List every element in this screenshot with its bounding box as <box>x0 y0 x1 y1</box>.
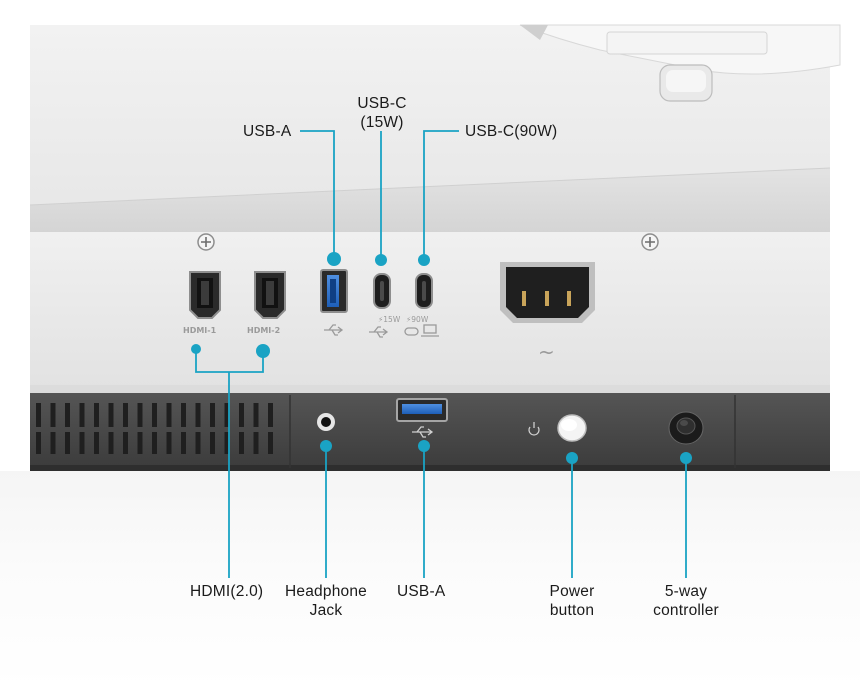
vent-slat <box>94 403 99 427</box>
io-panel <box>30 232 830 390</box>
vent-slat <box>195 403 201 427</box>
usb-a-port-icon <box>396 398 448 422</box>
vent-slat <box>79 432 85 454</box>
vent-slat <box>210 403 215 427</box>
usbc-15w-marking: ⚡15W <box>378 315 401 324</box>
callout-lines <box>195 130 687 578</box>
usb-symbol-icon <box>412 426 434 438</box>
usbc-90w-marking: ⚡90W <box>406 315 429 324</box>
vent-slat <box>36 432 41 454</box>
stand-clip <box>606 31 768 55</box>
hdmi-1-marking: HDMI-1 <box>183 326 217 335</box>
callout-controller-line2: controller <box>653 602 719 619</box>
ac-symbol: ~ <box>538 340 555 364</box>
callout-usb-a-top: USB-A <box>243 123 292 140</box>
vent-slat <box>166 403 172 427</box>
vent-slat <box>268 432 273 454</box>
vent-slat <box>166 432 172 454</box>
usb-symbol-icon <box>369 326 389 338</box>
vent-slat <box>224 432 230 454</box>
vent-slat <box>268 403 273 427</box>
callout-5-way-controller: 5-way controller <box>640 582 732 620</box>
vent-slat <box>79 403 85 427</box>
vent-slat <box>210 432 215 454</box>
vent-slat <box>137 432 143 454</box>
callout-hdmi: HDMI(2.0) <box>190 583 264 600</box>
vent-slat <box>123 432 128 454</box>
floor-reflection <box>0 471 860 688</box>
vent-slat <box>181 403 186 427</box>
vent-slat <box>137 403 143 427</box>
callout-usb-c-15w-line2: (15W) <box>360 114 404 131</box>
vent-slat <box>152 432 157 454</box>
vent-slat <box>181 432 186 454</box>
power-button-icon[interactable] <box>557 414 587 442</box>
callout-power-line2: button <box>549 602 595 619</box>
callout-dots <box>191 252 692 464</box>
vent-slat <box>108 403 114 427</box>
power-symbol-icon <box>528 422 540 436</box>
hdmi-port-icon <box>254 271 286 319</box>
screw-icon <box>197 233 215 251</box>
vent-slat <box>50 403 56 427</box>
power-socket-icon <box>500 262 595 323</box>
vent-slat <box>239 403 244 427</box>
vent-grille <box>36 403 273 454</box>
callout-controller-line1: 5-way <box>664 583 708 600</box>
vent-slat <box>152 403 157 427</box>
callout-headphone-jack: Headphone Jack <box>278 582 374 620</box>
headphone-jack-icon <box>317 413 335 431</box>
monitor-ledge <box>30 168 830 238</box>
vent-slat <box>224 403 230 427</box>
callout-headphone-line1: Headphone <box>285 583 367 600</box>
usb-a-port-icon <box>320 269 348 313</box>
vent-slat <box>195 432 201 454</box>
callout-usb-a-bottom: USB-A <box>397 583 446 600</box>
vent-slat <box>36 403 41 427</box>
screw-icon <box>641 233 659 251</box>
callout-power-button: Power button <box>537 582 607 620</box>
callout-usb-c-15w: USB-C (15W) <box>351 94 413 132</box>
vent-slat <box>65 403 70 427</box>
vent-slat <box>108 432 114 454</box>
hdmi-2-marking: HDMI-2 <box>247 326 280 335</box>
joystick-icon[interactable] <box>668 411 704 445</box>
usbc-laptop-icon <box>404 324 439 337</box>
callout-usb-c-15w-line1: USB-C <box>357 95 407 112</box>
callout-usb-c-90w: USB-C(90W) <box>465 123 558 140</box>
callout-headphone-line2: Jack <box>309 602 343 619</box>
vent-slat <box>253 432 259 454</box>
vent-slat <box>65 432 70 454</box>
usb-symbol-icon <box>324 324 344 336</box>
vent-slat <box>253 403 259 427</box>
callout-power-line1: Power <box>549 583 595 600</box>
vent-slat <box>50 432 56 454</box>
vent-slat <box>94 432 99 454</box>
vent-slat <box>123 403 128 427</box>
usb-c-port-icon <box>373 273 391 309</box>
vent-slat <box>239 432 244 454</box>
usb-c-port-icon <box>415 273 433 309</box>
hdmi-port-icon <box>189 271 221 319</box>
